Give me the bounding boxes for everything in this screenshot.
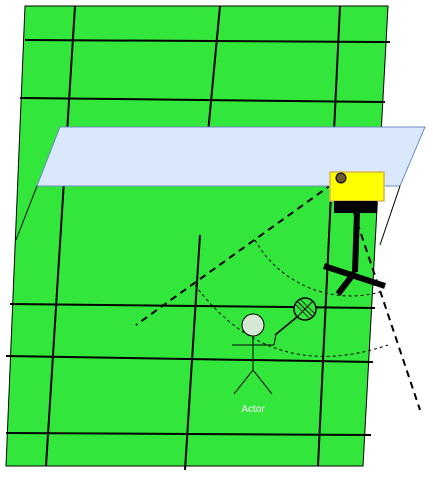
stick-figure-icon — [232, 313, 277, 395]
tripod-pole — [352, 212, 360, 273]
racket-string-2 — [296, 300, 314, 318]
court-line-top — [24, 39, 391, 43]
actor-right-leg — [252, 369, 273, 395]
court-line-center-bottom — [184, 234, 201, 471]
actor-racket-arm — [273, 333, 277, 346]
racket-icon — [272, 297, 317, 336]
camera-mount — [334, 201, 377, 213]
view-line-left — [135, 176, 343, 326]
racket-string-4 — [294, 303, 311, 320]
camera-icon — [323, 171, 386, 296]
court-line-lower — [5, 355, 374, 363]
net-right-post-line — [379, 185, 401, 246]
camera-lens — [335, 172, 347, 184]
racket-string-3 — [299, 298, 316, 315]
racket-handle — [274, 316, 298, 336]
actor-label: Actor — [241, 404, 265, 415]
court-line-bottom — [5, 432, 372, 436]
view-arc-outer — [254, 239, 381, 297]
court-line-left-side — [45, 5, 76, 467]
actor-left-leg — [233, 369, 254, 395]
court-line-right-side — [317, 5, 341, 467]
net-left-post-line — [15, 185, 38, 241]
court-lines — [5, 5, 391, 471]
racket-handle-edge — [272, 314, 296, 334]
view-arc-inner — [194, 284, 389, 357]
court-line-upper-mid — [19, 97, 386, 103]
tripod-leg — [335, 270, 358, 296]
actor-head — [241, 313, 265, 337]
court-surface — [5, 5, 389, 467]
